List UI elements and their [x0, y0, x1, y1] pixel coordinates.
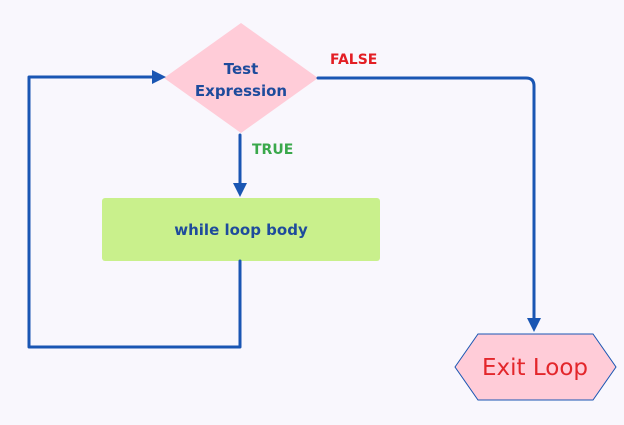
loop-back-connector	[27, 75, 242, 349]
while-loop-body-label: while loop body	[174, 221, 308, 239]
test-expression-label-line2: Expression	[195, 82, 287, 100]
false-edge-label: FALSE	[330, 52, 377, 68]
test-expression-decision	[164, 23, 318, 133]
false-connector	[316, 76, 536, 322]
false-arrowhead	[527, 318, 541, 332]
test-expression-label-line1: Test	[224, 60, 259, 78]
exit-loop-terminal	[454, 333, 617, 401]
while-loop-body-box	[102, 198, 380, 261]
true-edge-label: TRUE	[252, 142, 293, 158]
true-arrowhead	[233, 183, 247, 197]
loop-back-arrowhead	[152, 70, 166, 84]
exit-loop-label: Exit Loop	[482, 355, 588, 381]
